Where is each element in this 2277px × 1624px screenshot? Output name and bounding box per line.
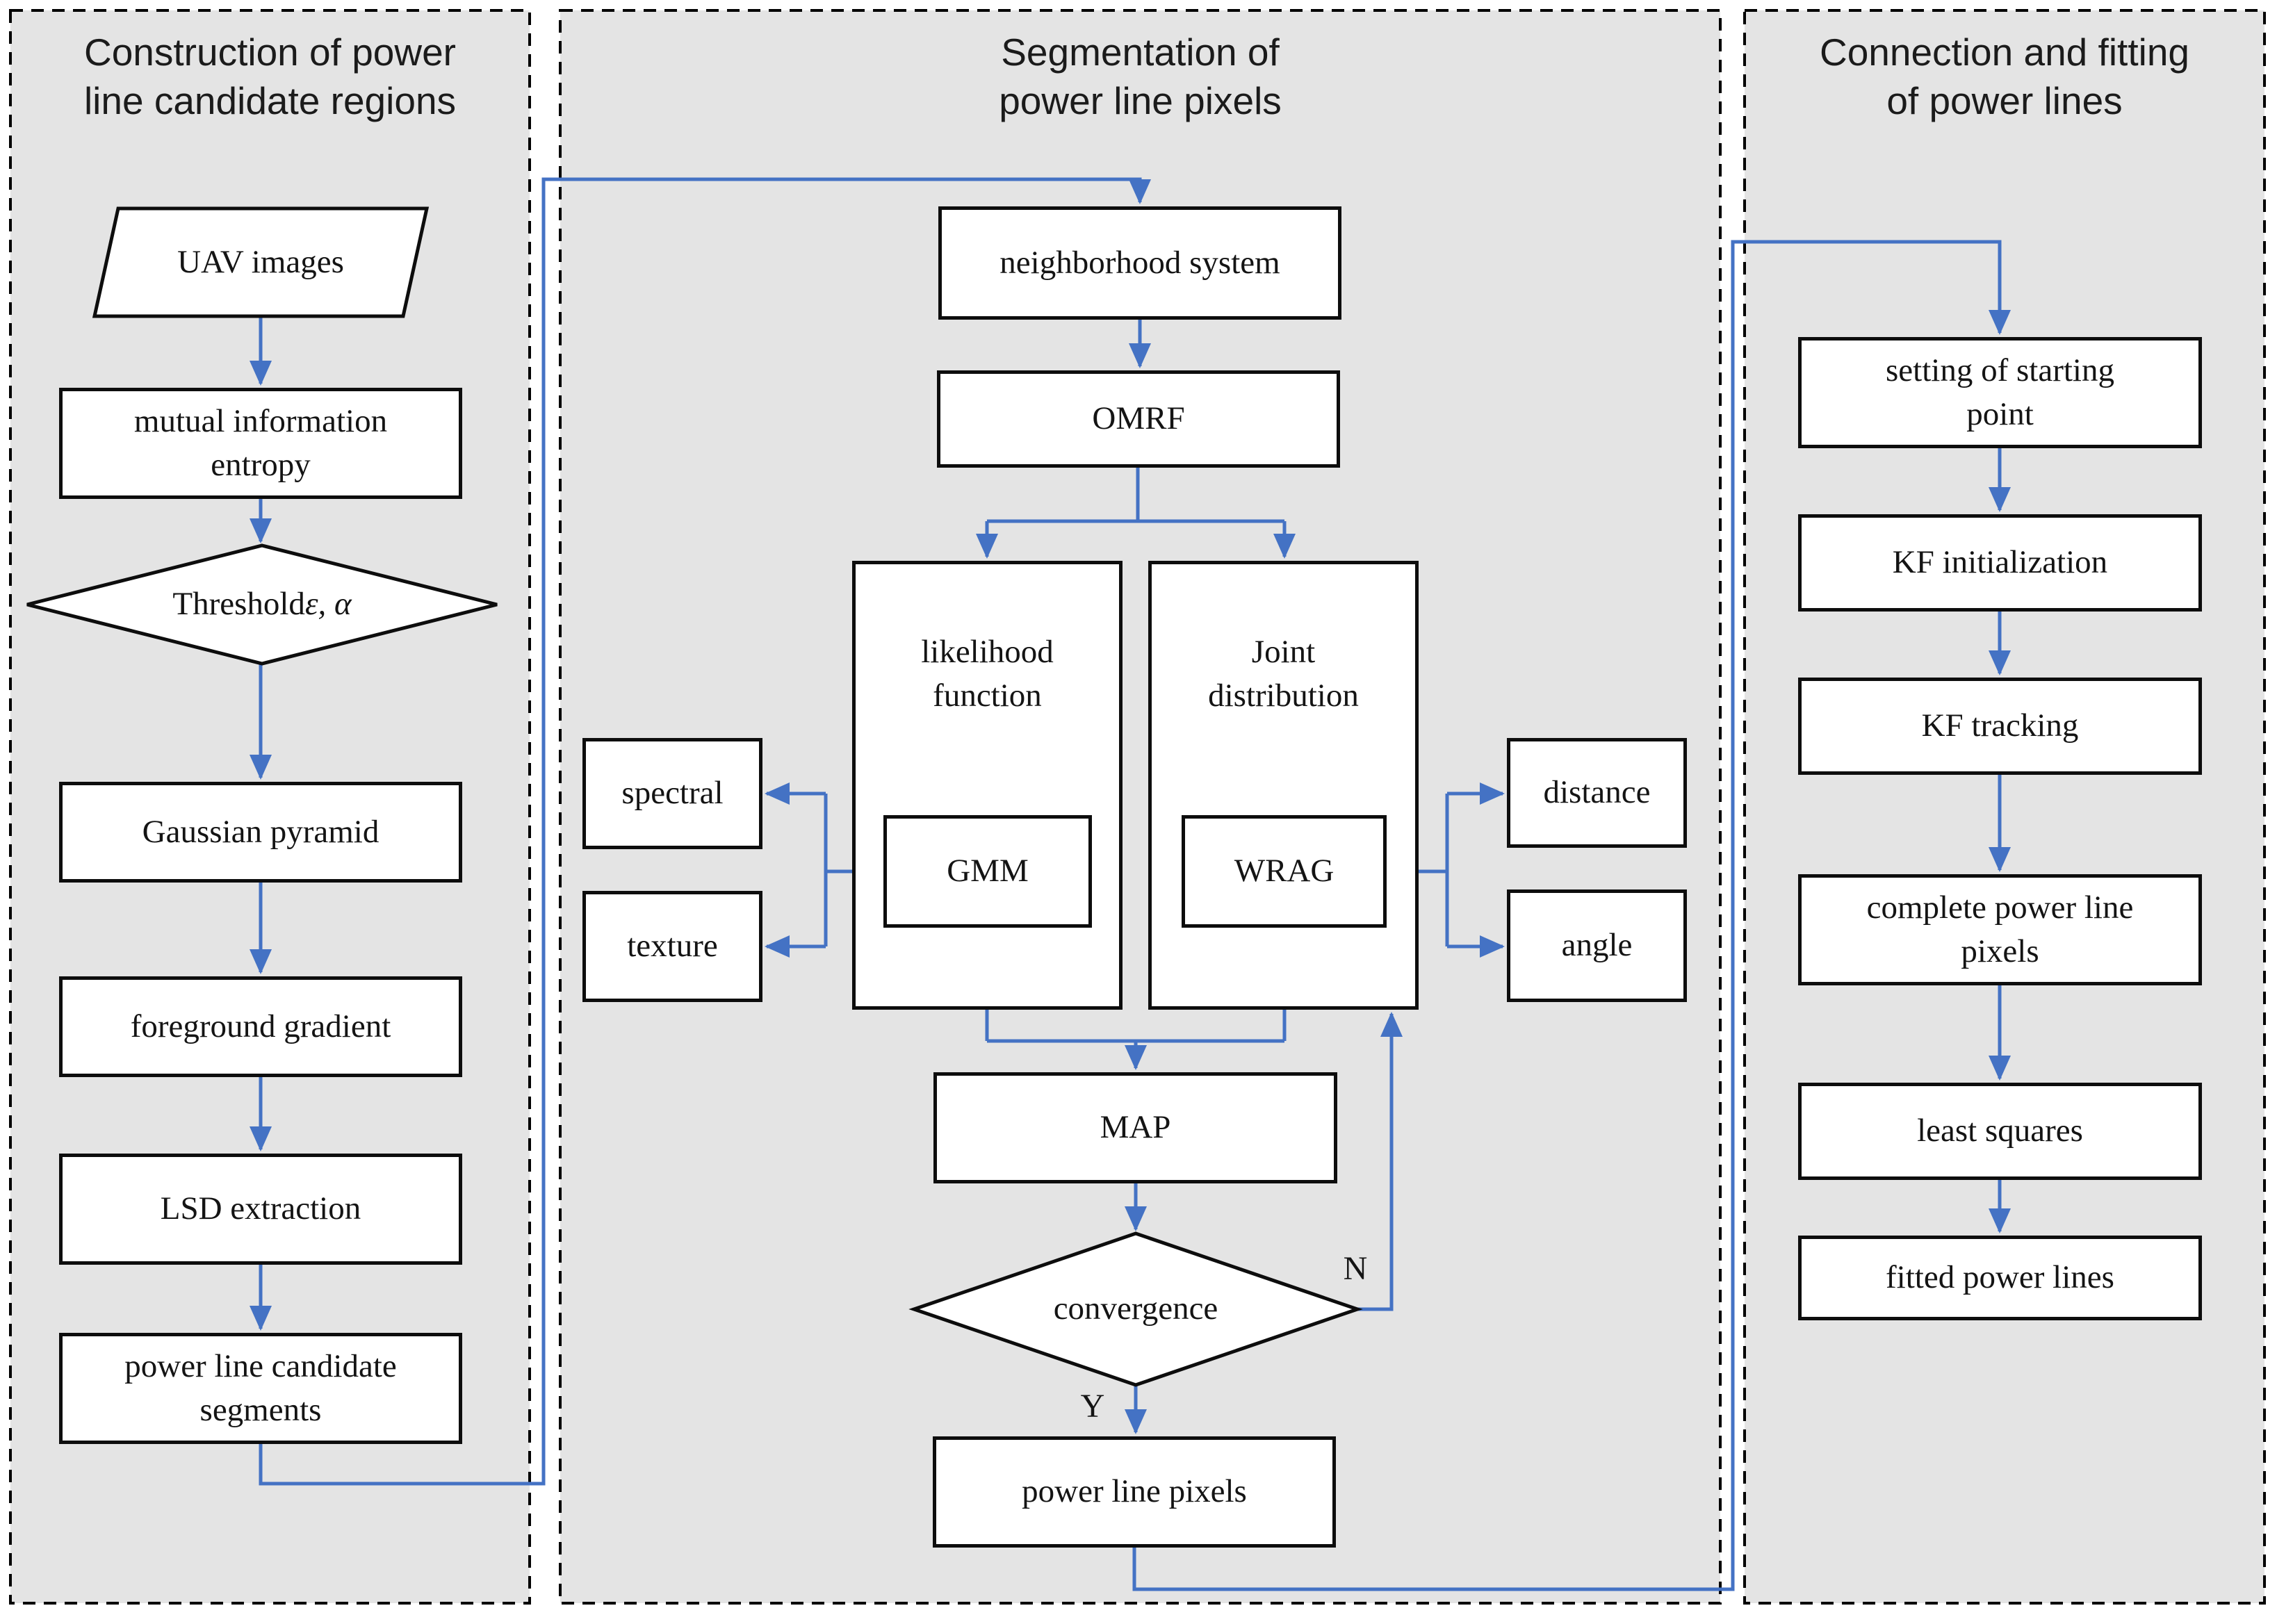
connector-lines — [250, 177, 2011, 1591]
node-omrf: OMRF — [937, 370, 1340, 468]
node-spectral: spectral — [582, 738, 762, 849]
node-lsd-extraction: LSD extraction — [59, 1154, 462, 1265]
branch-label-yes: Y — [1080, 1388, 1105, 1425]
node-least-squares: least squares — [1798, 1083, 2202, 1180]
node-mutual-information-entropy: mutual information entropy — [59, 388, 462, 499]
node-kf-initialization: KF initialization — [1798, 514, 2202, 612]
node-uav-images: UAV images — [177, 243, 344, 280]
node-gmm: GMM — [883, 815, 1092, 928]
threshold-decision-diamond — [26, 543, 498, 666]
convergence-decision-diamond — [908, 1231, 1363, 1387]
node-texture: texture — [582, 891, 762, 1002]
node-likelihood-function: likelihood function — [852, 561, 1123, 1010]
uav-images-parallelogram — [92, 206, 430, 318]
node-fitted-power-lines: fitted power lines — [1798, 1236, 2202, 1320]
node-foreground-gradient: foreground gradient — [59, 976, 462, 1077]
node-convergence-decision: convergence — [1053, 1290, 1218, 1327]
node-joint-distribution: Joint distribution — [1148, 561, 1419, 1010]
threshold-symbols: ε, α — [304, 586, 352, 623]
panel-right-title: Connection and fitting of power lines — [1819, 31, 2190, 123]
node-wrag: WRAG — [1182, 815, 1387, 928]
node-gaussian-pyramid: Gaussian pyramid — [59, 782, 462, 883]
node-distance: distance — [1507, 738, 1687, 848]
panel-middle-title: Segmentation of power line pixels — [999, 31, 1282, 123]
panel-left-title: Construction of power line candidate reg… — [83, 31, 457, 123]
node-setting-of-starting-point: setting of starting point — [1798, 337, 2202, 448]
node-power-line-pixels: power line pixels — [933, 1436, 1336, 1548]
node-threshold-decision: Threshold ε, α — [27, 546, 497, 664]
branch-label-no: N — [1343, 1250, 1368, 1287]
threshold-label: Threshold — [172, 586, 305, 623]
node-power-line-candidate-segments: power line candidate segments — [59, 1333, 462, 1444]
node-angle: angle — [1507, 889, 1687, 1002]
node-kf-tracking: KF tracking — [1798, 678, 2202, 775]
node-map: MAP — [933, 1072, 1337, 1183]
panel-right-outline — [1743, 9, 2266, 1605]
node-neighborhood-system: neighborhood system — [938, 206, 1341, 320]
node-complete-power-line-pixels: complete power line pixels — [1798, 874, 2202, 985]
